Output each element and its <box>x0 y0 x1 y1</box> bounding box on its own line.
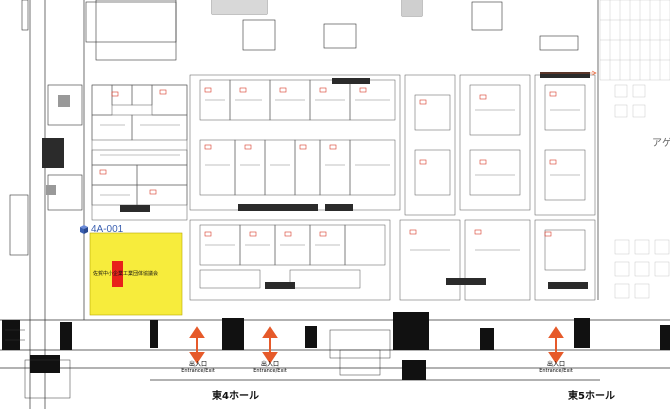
entrance-label-2-sub: Entrance/Exit <box>253 368 287 374</box>
entrance-label-1: 出入口 Entrance/Exit <box>180 361 216 375</box>
hall-label-east5: 東5ホール <box>568 391 615 402</box>
right-edge-label: アゲ <box>652 138 670 149</box>
highlighted-booth-area <box>89 232 183 316</box>
entrance-label-3: 出入口 Entrance/Exit <box>538 361 574 375</box>
entrance-label-1-main: 出入口 <box>188 361 207 368</box>
entrance-label-3-main: 出入口 <box>546 361 565 368</box>
entrance-label-2: 出入口 Entrance/Exit <box>252 361 288 375</box>
booth-id-label: 4A-001 <box>91 224 124 235</box>
exhibitor-name-label: 佐賀中小企業工業団体協議会 <box>93 271 159 277</box>
booth-marker <box>112 261 123 287</box>
entrance-label-2-main: 出入口 <box>260 361 279 368</box>
booth-icon <box>80 225 88 234</box>
entrance-label-1-sub: Entrance/Exit <box>181 368 215 374</box>
entrance-label-3-sub: Entrance/Exit <box>539 368 573 374</box>
hall-label-east4: 東4ホール <box>212 391 259 402</box>
